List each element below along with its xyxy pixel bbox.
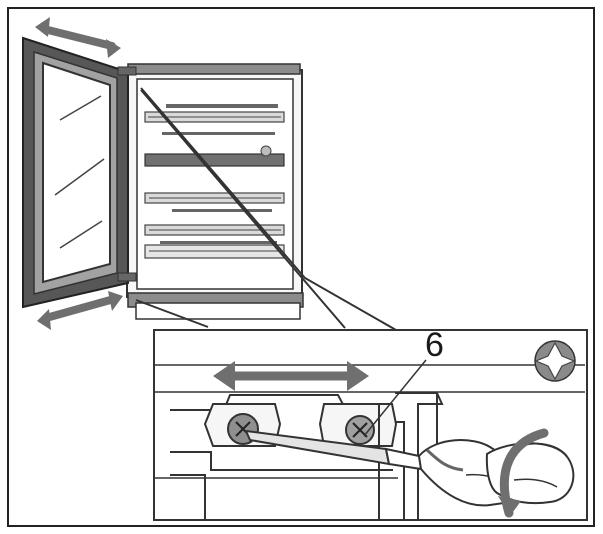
door	[22, 36, 137, 309]
zoomed-detail-panel: 6	[153, 326, 588, 521]
top-hinge	[117, 66, 137, 76]
rotation-arrow-icon	[498, 428, 549, 518]
callout-leader-line	[363, 359, 427, 437]
detail-double-arrow-icon	[213, 361, 369, 391]
callout-number: 6	[425, 326, 444, 364]
top-panel	[127, 63, 301, 75]
bottom-hinge	[117, 272, 137, 282]
control-knob	[260, 145, 272, 157]
hand	[485, 442, 575, 505]
torx-bit-icon	[534, 340, 576, 382]
display-shelf	[144, 153, 285, 167]
top-double-arrow-icon	[35, 17, 121, 58]
bottom-double-arrow-icon	[37, 291, 123, 330]
plinth	[135, 302, 301, 320]
zoom-projection	[135, 87, 397, 331]
